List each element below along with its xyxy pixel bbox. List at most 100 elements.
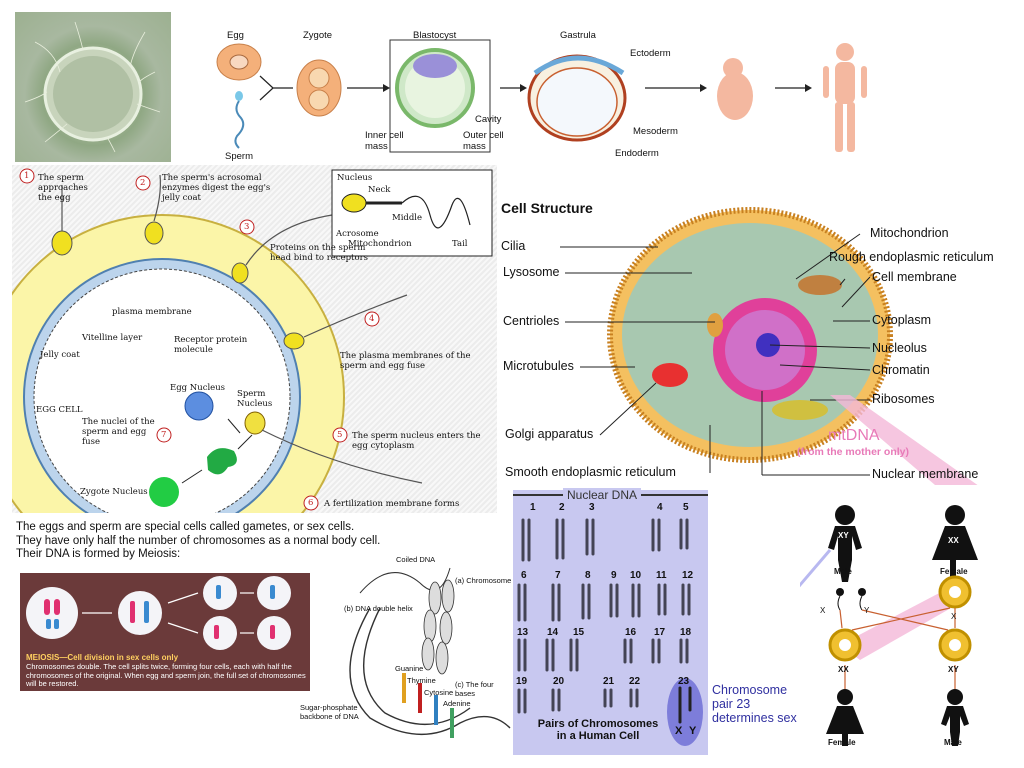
chrom-num-19: 19 [516,676,528,687]
karyotype-caption-1: Pairs of Chromosomes [537,718,659,730]
karyotype-title: Nuclear DNA [563,488,642,502]
chrom-num-18: 18 [680,627,692,638]
parent-female-xx: XX [948,536,959,545]
chrom-num-3: 3 [589,502,595,513]
label-centrioles: Centrioles [503,314,560,328]
fert-vitelline: Vitelline layer [82,333,143,343]
parent-male-label: Male [834,567,852,576]
label-zygote: Zygote [303,30,333,41]
label-gastrula: Gastrula [560,30,596,41]
sperm-part-tail: Tail [452,239,468,249]
fert-step-6: A fertilization membrane forms [324,499,460,509]
fert-egg-nucleus: Egg Nucleus [170,383,226,393]
fert-zygote-nucleus: Zygote Nucleus [80,487,148,497]
egg-photo [15,12,171,162]
label-outer-cell-mass: Outer cell mass [463,130,504,152]
fert-plasma-membrane: plasma membrane [112,307,192,317]
dna-backbone: Sugar-phosphate backbone of DNA [300,703,359,721]
sex-note-3: determines sex [712,711,797,725]
fert-step-2: The sperm's acrosomal enzymes digest the… [162,173,271,203]
parent-female-label: Female [940,567,968,576]
sex-note: Chromosome pair 23 determines sex [712,683,797,725]
label-endoderm: Endoderm [615,148,659,159]
chrom-num-22: 22 [629,676,641,687]
gamete-egg-x: X [951,612,957,621]
karyotype-panel: Nuclear DNA 1 2 3 4 5 6 7 8 9 10 11 12 1… [513,488,708,755]
chrom-num-13: 13 [517,627,529,638]
chrom-y: Y [689,725,697,737]
child-xx: XX [838,665,849,674]
fert-step-4: The plasma membranes of the sperm and eg… [340,351,471,371]
dna-coiled: Coiled DNA [396,555,436,564]
child-xy: XY [948,665,959,674]
dna-diagram: Coiled DNA (a) Chromosome (b) DNA double… [300,548,515,763]
child-male-label: Male [944,738,962,747]
dna-four-bases: (c) The four bases [455,680,494,698]
inheritance-diagram: XY XX Male Female X Y X XX XY Female Mal… [708,500,1010,760]
fert-step-1: The sperm approaches the egg [38,173,88,203]
label-cavity: Cavity [475,114,502,125]
label-mtdna: mtDNA [828,427,880,444]
chrom-num-10: 10 [630,570,642,581]
chrom-num-20: 20 [553,676,565,687]
fert-num-2: 2 [140,178,146,188]
gametes-line-2: They have only half the number of chromo… [16,534,381,547]
development-stages: Egg Zygote Blastocyst Gastrula Sperm Ect… [205,18,1005,168]
fert-receptor: Receptor protein molecule [174,335,248,355]
label-cytoplasm: Cytoplasm [872,313,932,327]
label-ectoderm: Ectoderm [630,48,671,59]
fert-step-5: The sperm nucleus enters the egg cytopla… [352,431,481,451]
fert-num-3: 3 [244,222,250,232]
label-smooth-er: Smooth endoplasmic reticulum [505,465,676,479]
label-chromatin: Chromatin [872,363,930,377]
chrom-num-5: 5 [683,502,689,513]
sperm-part-neck: Neck [368,185,391,195]
cell-title: Cell Structure [501,200,593,216]
fert-num-6: 6 [308,498,314,508]
label-microtubules: Microtubules [503,359,574,373]
chrom-num-14: 14 [547,627,559,638]
fert-step-3: Proteins on the sperm head bind to recep… [270,243,369,263]
label-mitochondrion: Mitochondrion [870,226,949,240]
fert-sperm-nucleus: Sperm Nucleus [237,389,273,409]
chrom-num-23: 23 [678,676,690,687]
label-ribosomes: Ribosomes [872,392,935,406]
gametes-line-1: The eggs and sperm are special cells cal… [16,521,355,533]
gametes-text: The eggs and sperm are special cells cal… [16,521,506,562]
label-inner-cell-mass: Inner cell mass [365,130,404,152]
label-sperm: Sperm [225,151,253,162]
label-nuclear-membrane: Nuclear membrane [872,467,979,481]
fert-num-4: 4 [369,314,375,324]
chrom-num-9: 9 [611,570,617,581]
label-nucleolus: Nucleolus [872,341,927,355]
label-mesoderm: Mesoderm [633,126,678,137]
chrom-num-7: 7 [555,570,561,581]
sperm-part-acrosome: Acrosome [336,229,379,239]
chrom-num-12: 12 [682,570,694,581]
karyotype-caption-2: in a Human Cell [556,730,640,742]
sex-note-1: Chromosome [712,683,788,697]
label-egg: Egg [227,30,244,41]
chrom-num-17: 17 [654,627,666,638]
chrom-num-6: 6 [521,570,527,581]
chrom-num-1: 1 [530,502,536,513]
sperm-part-nucleus: Nucleus [337,173,373,183]
chrom-num-8: 8 [585,570,591,581]
label-golgi: Golgi apparatus [505,427,594,441]
fert-num-5: 5 [337,430,343,440]
label-cilia: Cilia [501,239,526,253]
fert-step-7: The nuclei of the sperm and egg fuse [82,417,155,447]
meiosis-panel: MEIOSIS—Cell division in sex cells only … [20,573,310,691]
label-blastocyst: Blastocyst [413,30,457,41]
chrom-num-4: 4 [657,502,663,513]
dna-adenine: Adenine [443,699,471,708]
fert-num-1: 1 [24,171,30,181]
label-mtdna-sub: (from the mother only) [797,446,909,458]
chrom-num-2: 2 [559,502,565,513]
dna-double-helix: (b) DNA double helix [344,604,413,613]
meiosis-title: MEIOSIS—Cell division in sex cells only [26,653,179,662]
sperm-part-middle: Middle [392,213,423,223]
label-cell-membrane: Cell membrane [872,270,957,284]
dna-chromosome: (a) Chromosome [455,576,512,585]
gametes-line-3: Their DNA is formed by Meiosis: [16,548,181,560]
